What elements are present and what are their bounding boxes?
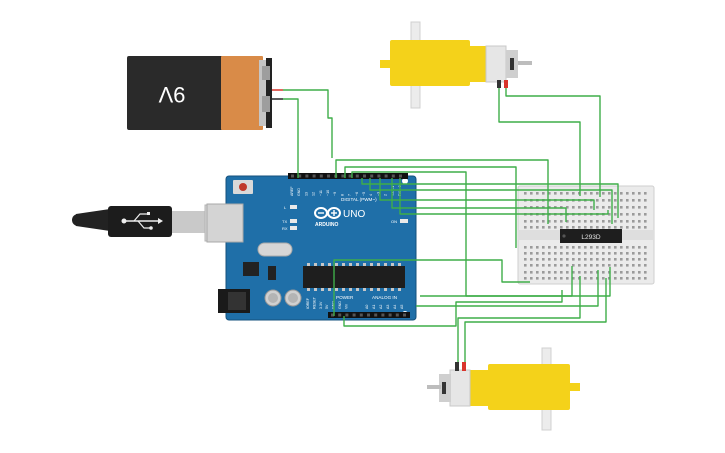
wire-gnd[interactable] [343,290,563,327]
wire-motor-bottom-b[interactable] [464,278,607,362]
led-tx [290,219,297,223]
analog-section-label: ANALOG IN [372,295,397,300]
pin-label: 12 [312,192,316,196]
wire-d-pin6[interactable] [379,178,595,210]
wires [283,88,619,362]
pin-label: 3.3V [319,301,323,309]
wire-battery-pos[interactable] [283,89,333,158]
wire-d-pin5[interactable] [369,178,613,224]
led-l-label: L [284,205,287,210]
wire-battery-neg[interactable] [283,98,299,178]
pin-label: 8 [340,194,344,196]
pin-label: 5V [325,304,329,309]
board-model: UNO [343,209,365,220]
pin-label: ~3 [376,192,380,196]
pin-label: ~11 [319,190,323,196]
pin-label: ~9 [333,192,337,196]
digital-header [288,173,408,179]
power-section-label: POWER [336,295,354,300]
battery-label: 9V [158,82,185,107]
wire-d-pin8[interactable] [399,178,609,215]
pin-label: ~10 [326,190,330,196]
pin-label: A5 [400,305,404,309]
dc-motor-top[interactable] [380,21,532,109]
pin-label: GND [297,188,301,196]
pin-label: ~6 [355,192,359,196]
wire-motor-top-b[interactable] [505,88,601,197]
pin-label: 7 [348,194,352,196]
wire-motor-top-a[interactable] [498,88,581,196]
arduino-logo-icon [314,207,341,219]
pin-label: 13 [304,192,308,196]
wire-5v[interactable] [333,259,530,316]
wire-d-pin3[interactable] [351,171,573,297]
wire-ctrl[interactable] [416,270,599,307]
wire-motor-bottom-a[interactable] [457,276,581,362]
led-tx-label: TX [282,219,287,224]
pin-label: 4 [369,194,373,196]
pin-label: A3 [386,305,390,309]
l293d-driver-chip[interactable]: L293D [560,229,622,243]
digital-section-label: DIGITAL (PWM~) [341,197,377,202]
pin-label: ~5 [362,192,366,196]
dc-motor-bottom[interactable] [427,347,580,431]
pin-label: A0 [365,305,369,309]
wire-gnd-2[interactable] [420,267,611,297]
wire-d-pin1[interactable] [335,159,549,224]
battery-9v[interactable]: 9V [127,56,283,130]
usb-symbol-icon [121,212,163,230]
board-brand: ARDUINO [315,222,338,228]
pin-label: A2 [379,305,383,309]
pin-label: IOREF [306,297,310,309]
pin-label: A1 [372,305,376,309]
pin-label: Vin [344,304,348,309]
wire-d-pin4[interactable] [361,178,619,218]
pin-label: TX→1 [391,186,395,196]
pin-label: RESET [312,296,316,309]
led-on [400,219,408,223]
pin-label: GND [338,301,342,309]
usb-port [206,203,244,243]
led-on-label: ON [391,219,397,224]
pin-label: A4 [393,305,397,309]
led-rx [290,226,297,230]
atmega-chip [303,263,405,291]
led-l [290,205,297,209]
driver-chip-label: L293D [581,234,600,241]
pin-label: 2 [384,194,388,196]
crystal-oscillator [257,242,293,257]
led-rx-label: RX [282,226,288,231]
wire-d-pin7[interactable] [391,178,567,222]
arduino-uno-board[interactable]: L TX RX ON UNO ARDUINO DIGITAL (PWM~) PO… [206,173,417,321]
pin-label: AREF [290,186,294,196]
